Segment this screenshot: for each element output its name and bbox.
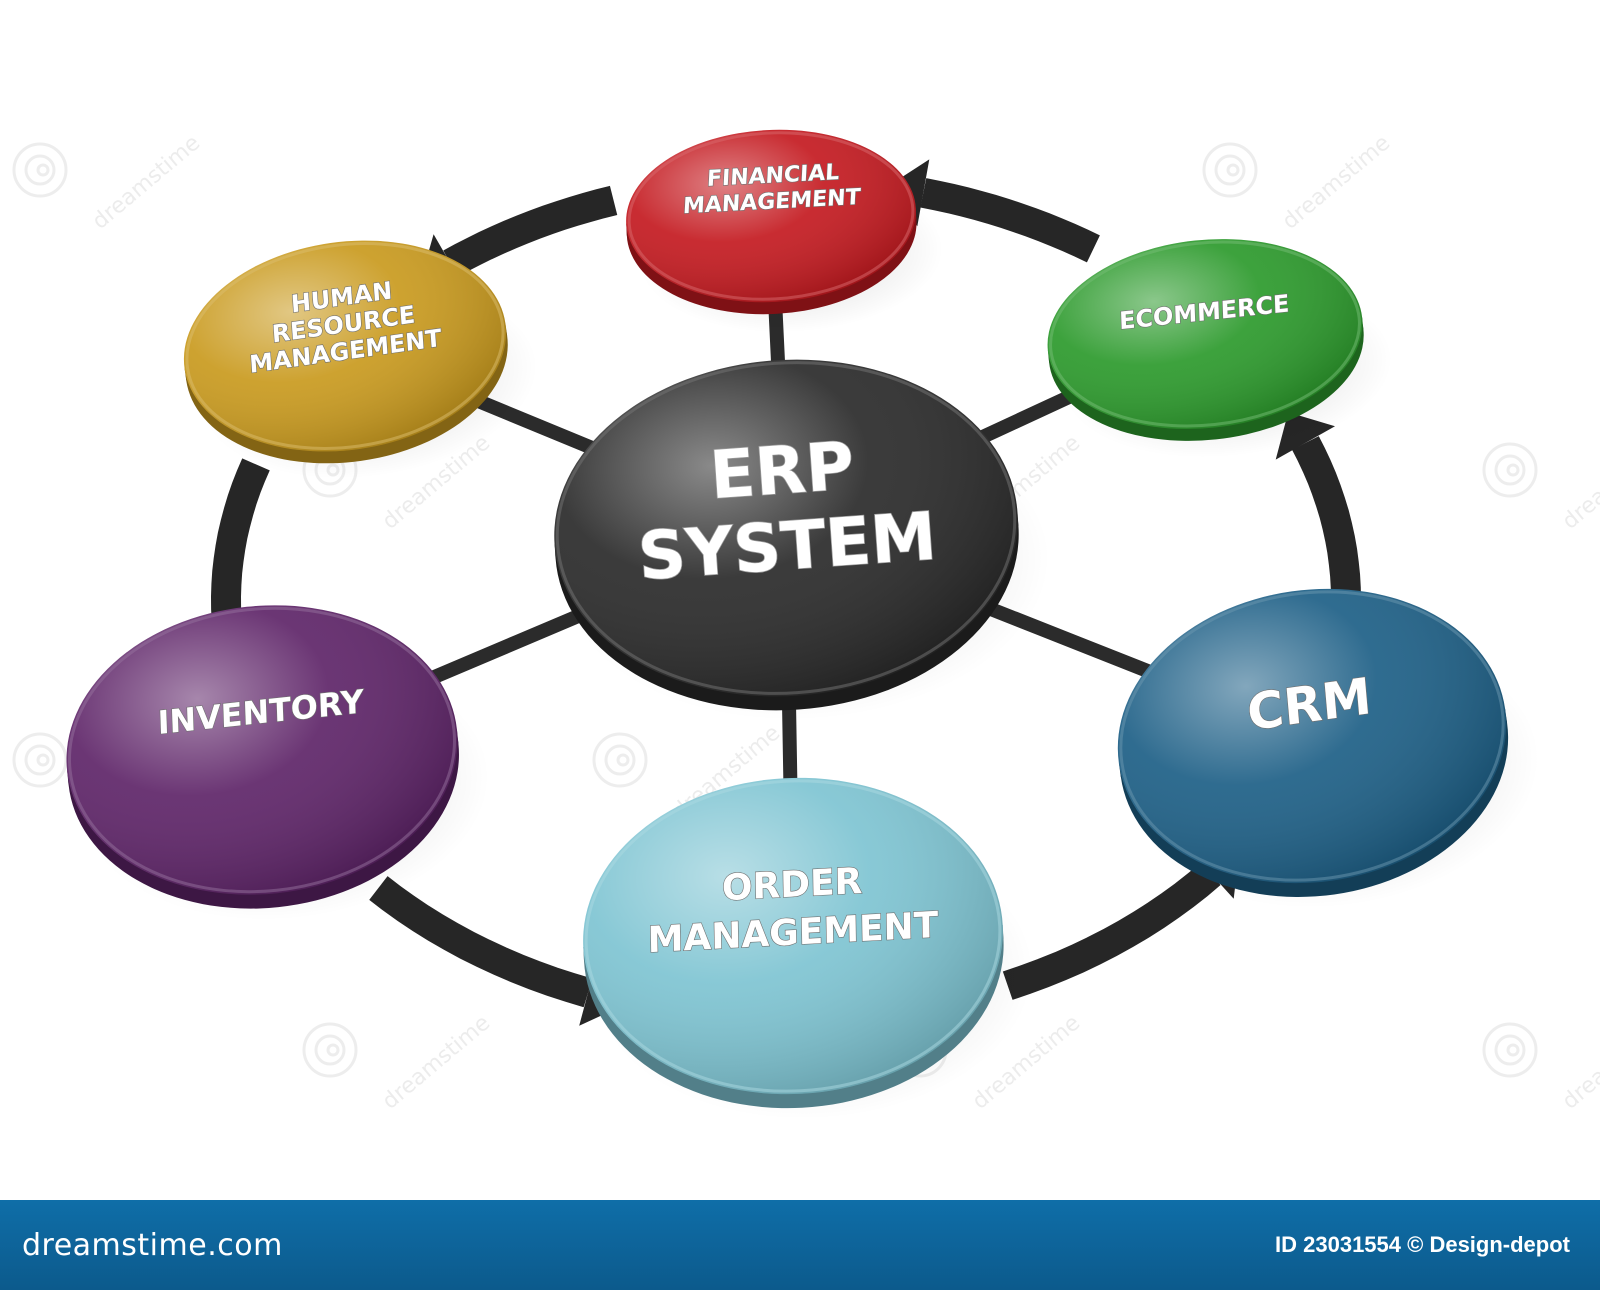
hub-disc-erp-system[interactable] [543, 342, 1061, 737]
footer-bar: dreamstime.com ID 23031554 © Design-depo… [0, 1200, 1600, 1290]
watermark-swirl-icon [12, 732, 68, 788]
node-disc-financial[interactable] [622, 121, 947, 341]
watermark-swirl-icon [12, 142, 68, 198]
node-disc-ecommerce[interactable] [1038, 221, 1401, 474]
node-label-order-line: ORDER [722, 861, 863, 909]
footer-credit: ID 23031554 © Design-depot [1275, 1232, 1570, 1257]
watermark-swirl-icon [1482, 1022, 1538, 1078]
watermark-text: dreamstime [1278, 131, 1395, 235]
watermark-swirl-icon [592, 732, 648, 788]
watermark-swirl-icon [1202, 142, 1258, 198]
node-disc-order[interactable] [575, 766, 1041, 1131]
watermark-text: dreamstime [88, 131, 205, 235]
watermark-text: dreamstime [1558, 1011, 1600, 1115]
node-disc-hr[interactable] [170, 217, 550, 501]
node-disc-inventory[interactable] [52, 583, 502, 941]
erp-diagram: dreamstime dreamstime dreamstime dreamstime… [12, 121, 1600, 1131]
node-disc-crm[interactable] [1099, 560, 1557, 934]
watermark-text: dreamstime [1558, 431, 1600, 535]
watermark-swirl-icon [302, 1022, 358, 1078]
node-layer: FINANCIALMANAGEMENTECOMMERCECRMORDERMANA… [52, 121, 1557, 1131]
hub-label-line: ERP [707, 427, 856, 514]
watermark-text: dreamstime [378, 1011, 495, 1115]
watermark-swirl-icon [1482, 442, 1538, 498]
footer-brand[interactable]: dreamstime.com [22, 1227, 283, 1263]
